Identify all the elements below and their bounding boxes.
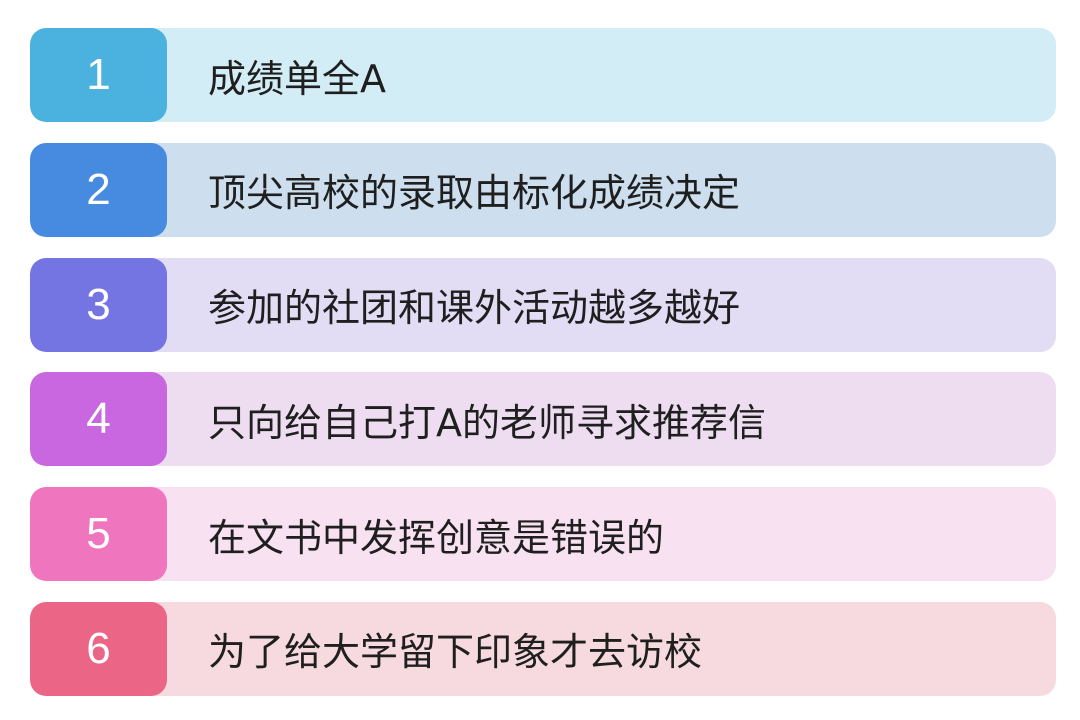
list-item-6: 6 为了给大学留下印象才去访校 (30, 601, 1056, 696)
number-badge: 5 (30, 487, 167, 582)
number-badge: 4 (30, 372, 167, 467)
list-item-3: 3 参加的社团和课外活动越多越好 (30, 257, 1056, 352)
item-text: 只向给自己打A的老师寻求推荐信 (208, 400, 766, 445)
item-text: 在文书中发挥创意是错误的 (208, 515, 665, 560)
list-item-1: 1 成绩单全A (30, 28, 1056, 122)
item-text: 为了给大学留下印象才去访校 (208, 630, 703, 675)
item-text: 顶尖高校的录取由标化成绩决定 (208, 171, 741, 216)
myth-list: 1 成绩单全A 2 顶尖高校的录取由标化成绩决定 3 参加的社团和课外活动越多越… (30, 28, 1056, 696)
list-item-5: 5 在文书中发挥创意是错误的 (30, 487, 1056, 582)
list-item-4: 4 只向给自己打A的老师寻求推荐信 (30, 372, 1056, 467)
number-badge: 2 (30, 142, 167, 237)
number-badge: 3 (30, 257, 167, 352)
number-badge: 1 (30, 28, 167, 122)
item-text: 参加的社团和课外活动越多越好 (208, 286, 741, 331)
item-text: 成绩单全A (208, 56, 386, 101)
number-badge: 6 (30, 601, 167, 696)
list-item-2: 2 顶尖高校的录取由标化成绩决定 (30, 142, 1056, 237)
